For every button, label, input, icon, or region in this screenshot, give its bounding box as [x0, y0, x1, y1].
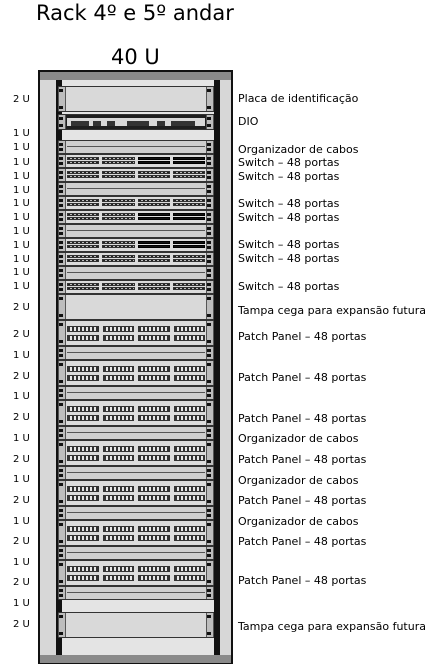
page-title: Rack 4º e 5º andar: [36, 1, 234, 25]
device-label: Organizador de cabos: [238, 515, 359, 528]
dio-unit: [58, 114, 214, 130]
unit-label: 2 U: [13, 619, 30, 630]
device-label: Patch Panel – 48 portas: [238, 330, 367, 343]
patch-panel-48: [58, 560, 214, 586]
cable-organizer: [58, 586, 214, 600]
unit-label: 1 U: [13, 198, 30, 209]
patch-panel-48: [58, 520, 214, 546]
rack-top: [40, 72, 231, 80]
device-label: Patch Panel – 48 portas: [238, 371, 367, 384]
cable-organizer: [58, 426, 214, 440]
unit-label: 2 U: [13, 302, 30, 313]
unit-label: 1 U: [13, 267, 30, 278]
unit-label: 1 U: [13, 212, 30, 223]
switch-48: [58, 210, 214, 224]
patch-panel-48: [58, 480, 214, 506]
device-label: Switch – 48 portas: [238, 238, 340, 251]
unit-label: 1 U: [13, 240, 30, 251]
unit-label: 1 U: [13, 598, 30, 609]
cable-organizer: [58, 466, 214, 480]
device-label: Switch – 48 portas: [238, 170, 340, 183]
unit-label: 1 U: [13, 254, 30, 265]
switch-48: [58, 154, 214, 168]
blank-panel: [58, 612, 214, 638]
cable-organizer: [58, 266, 214, 280]
rack-capacity: 40 U: [111, 45, 160, 69]
unit-label: 2 U: [13, 329, 30, 340]
unit-label: 1 U: [13, 281, 30, 292]
device-label: Patch Panel – 48 portas: [238, 494, 367, 507]
blank-panel: [58, 294, 214, 320]
patch-panel-48: [58, 320, 214, 346]
unit-label: 1 U: [13, 433, 30, 444]
unit-label: 2 U: [13, 412, 30, 423]
unit-label: 1 U: [13, 391, 30, 402]
device-label: Patch Panel – 48 portas: [238, 412, 367, 425]
unit-label: 1 U: [13, 226, 30, 237]
unit-label: 1 U: [13, 557, 30, 568]
unit-label: 1 U: [13, 516, 30, 527]
patch-panel-48: [58, 440, 214, 466]
switch-48: [58, 238, 214, 252]
device-label: Switch – 48 portas: [238, 252, 340, 265]
patch-panel-48: [58, 360, 214, 386]
unit-label: 1 U: [13, 157, 30, 168]
rack-bottom: [40, 655, 231, 663]
switch-48: [58, 252, 214, 266]
unit-label: 2 U: [13, 94, 30, 105]
device-label: Tampa cega para expansão futura: [238, 620, 426, 633]
unit-label: 1 U: [13, 474, 30, 485]
unit-label: 2 U: [13, 454, 30, 465]
device-label: DIO: [238, 115, 259, 128]
rack-rail-right: [214, 80, 220, 655]
unit-label: 2 U: [13, 371, 30, 382]
device-label: Organizador de cabos: [238, 474, 359, 487]
cable-organizer: [58, 546, 214, 560]
device-label: Patch Panel – 48 portas: [238, 574, 367, 587]
switch-48: [58, 168, 214, 182]
device-label: Tampa cega para expansão futura: [238, 304, 426, 317]
cable-organizer: [58, 140, 214, 154]
cable-organizer: [58, 224, 214, 238]
unit-label: 1 U: [13, 350, 30, 361]
switch-48: [58, 280, 214, 294]
device-label: Switch – 48 portas: [238, 280, 340, 293]
unit-label: 1 U: [13, 171, 30, 182]
device-label: Organizador de cabos: [238, 143, 359, 156]
device-label: Switch – 48 portas: [238, 211, 340, 224]
cable-organizer: [58, 386, 214, 400]
device-label: Patch Panel – 48 portas: [238, 453, 367, 466]
device-label: Organizador de cabos: [238, 432, 359, 445]
switch-48: [58, 196, 214, 210]
unit-label: 1 U: [13, 185, 30, 196]
device-label: Switch – 48 portas: [238, 156, 340, 169]
identification-plate: [58, 86, 214, 112]
device-label: Switch – 48 portas: [238, 197, 340, 210]
unit-label: 2 U: [13, 536, 30, 547]
device-label: Patch Panel – 48 portas: [238, 535, 367, 548]
patch-panel-48: [58, 400, 214, 426]
unit-label: 2 U: [13, 577, 30, 588]
unit-label: 1 U: [13, 128, 30, 139]
device-label: Placa de identificação: [238, 92, 359, 105]
cable-organizer: [58, 506, 214, 520]
unit-label: 1 U: [13, 142, 30, 153]
cable-organizer: [58, 182, 214, 196]
cable-organizer: [58, 346, 214, 360]
unit-label: 2 U: [13, 495, 30, 506]
